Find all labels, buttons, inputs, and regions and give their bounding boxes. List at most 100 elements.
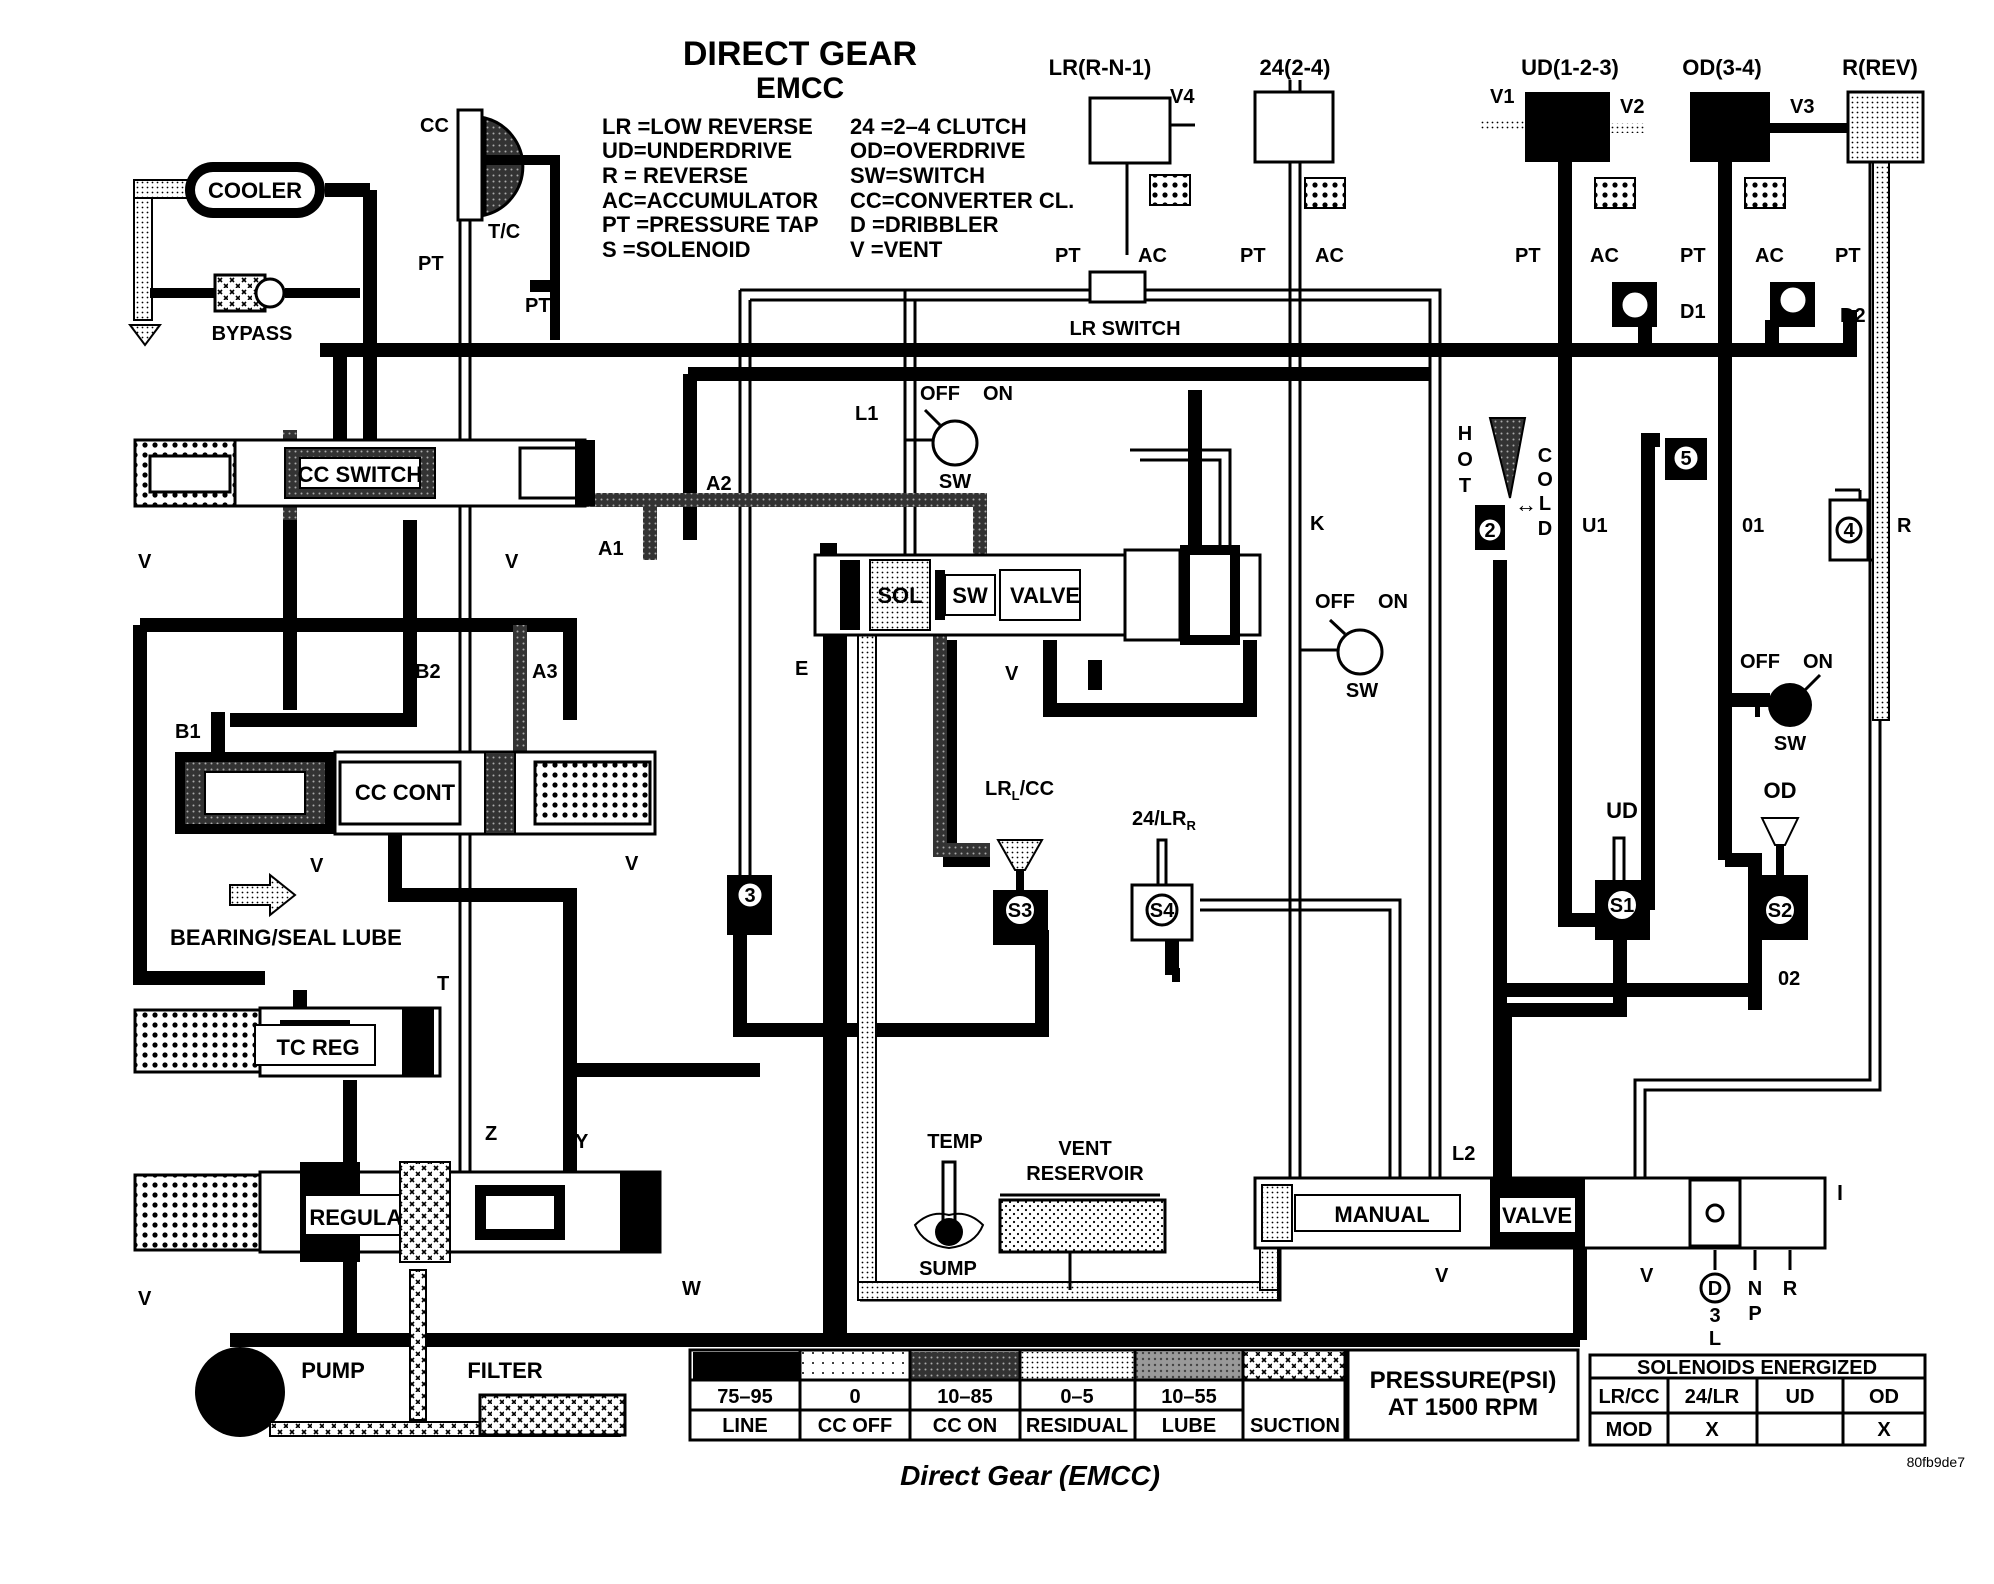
detent-icon <box>1705 1203 1725 1223</box>
s24lr-label: 24/LRR <box>1132 808 1196 833</box>
range-cc-on: 10–85 <box>937 1386 993 1408</box>
vent-label: V <box>1005 663 1019 685</box>
pressure-regulator-valve: REGULATOR Z Y W V <box>133 1123 701 1310</box>
abbreviation-legend-left: LR =LOW REVERSE UD=UNDERDRIVE R = REVERS… <box>602 114 819 262</box>
vent-label: V <box>310 855 324 877</box>
abbreviation-legend-right: 24 =2–4 CLUTCH OD=OVERDRIVE SW=SWITCH CC… <box>850 114 1074 262</box>
drive-position-icon <box>1699 1272 1731 1304</box>
figure-id: 80fb9de7 <box>1907 1454 1966 1470</box>
off-label: OFF <box>920 383 960 405</box>
hot-t: T <box>1459 475 1471 497</box>
pt-label: PT <box>1240 245 1266 267</box>
sump-label: SUMP <box>919 1258 977 1280</box>
gear-l: L <box>1709 1328 1721 1350</box>
bearing-label: BEARING/SEAL LUBE <box>170 925 402 950</box>
page-title: DIRECT GEAR <box>683 35 917 73</box>
r-label: R <box>1897 515 1912 537</box>
solenoids-energized-table: SOLENOIDS ENERGIZED LR/CC 24/LR UD OD MO… <box>1588 1353 1927 1447</box>
legend-entry: 24 =2–4 CLUTCH <box>850 114 1027 139</box>
l1-label: L1 <box>855 403 878 425</box>
a2-label: A2 <box>706 473 732 495</box>
on-label: ON <box>1378 591 1408 613</box>
gear-positions: D 3 L N P R <box>1699 1250 1798 1350</box>
temp-label: TEMP <box>927 1131 983 1153</box>
hot-o: O <box>1457 449 1473 471</box>
vent-label: V <box>138 551 152 573</box>
pt-label: PT <box>1680 245 1706 267</box>
cc-control-valve: CC CONT V V <box>175 750 657 877</box>
s4-label: S4 <box>1150 900 1175 922</box>
lrcc-label: LRL/CC <box>985 778 1054 803</box>
thermometer-icon <box>935 1218 963 1246</box>
name-lube: LUBE <box>1162 1415 1216 1437</box>
number-4: 4 <box>1843 520 1855 542</box>
solenoid-switch-valve: SOL SW VALVE V L1 <box>813 403 1262 685</box>
cooler-circuit: COOLER BYPASS <box>128 162 370 347</box>
d2-label: D2 <box>1840 305 1866 327</box>
gear-r: R <box>1783 1278 1798 1300</box>
name-cc-on: CC ON <box>933 1415 997 1437</box>
range-residual: 0–5 <box>1060 1386 1093 1408</box>
pt-label: PT <box>525 295 551 317</box>
pressure-legend: 75–95 0 10–85 0–5 10–55 LINE CC OFF CC O… <box>688 1348 1580 1442</box>
legend-entry: S =SOLENOID <box>602 237 751 262</box>
swatch-line <box>693 1352 800 1380</box>
gear-p: P <box>1748 1303 1761 1325</box>
swatch-residual <box>1020 1352 1135 1380</box>
cold-d: D <box>1538 518 1552 540</box>
sw-label: SW <box>1774 733 1806 755</box>
ac-label: AC <box>1315 245 1344 267</box>
d1-label: D1 <box>1680 301 1706 323</box>
gear-d: D <box>1708 1278 1722 1300</box>
gear-n: N <box>1748 1278 1762 1300</box>
pt-label: PT <box>418 253 444 275</box>
e-label: E <box>795 658 808 680</box>
vent-label: V <box>505 551 519 573</box>
legend-entry: CC=CONVERTER CL. <box>850 188 1074 213</box>
header-ud: UD <box>1786 1386 1815 1408</box>
c24-clutch-label: 24(2-4) <box>1260 55 1331 80</box>
name-residual: RESIDUAL <box>1026 1415 1128 1437</box>
ud-solenoid-label: UD <box>1606 798 1638 823</box>
sump-reservoir: TEMP SUMP VENT RESERVOIR <box>913 1131 1167 1290</box>
swatch-cc-on <box>910 1352 1020 1380</box>
check-ball-3: 3 E <box>727 658 808 935</box>
residual-passages <box>133 159 1890 1301</box>
name-suction: SUCTION <box>1250 1415 1340 1437</box>
cold-o: O <box>1537 469 1553 491</box>
ud-clutch-label: UD(1-2-3) <box>1521 55 1619 80</box>
w-label: W <box>682 1278 701 1300</box>
legend-entry: SW=SWITCH <box>850 163 985 188</box>
legend-entry: D =DRIBBLER <box>850 212 999 237</box>
name-cc-off: CC OFF <box>818 1415 892 1437</box>
s1-label: S1 <box>1610 895 1634 917</box>
number-3: 3 <box>744 885 755 907</box>
pressure-switch-lr: OFF ON SW <box>905 383 1013 493</box>
lr-switch-label: LR SWITCH <box>1069 318 1180 340</box>
number-2: 2 <box>1484 520 1495 542</box>
on-label: ON <box>983 383 1013 405</box>
legend-entry: OD=OVERDRIVE <box>850 138 1025 163</box>
clutch-2-4: 24(2-4) PT AC K <box>1240 55 1346 535</box>
bearing-seal-lube: BEARING/SEAL LUBE <box>170 872 402 950</box>
t-label: T <box>437 973 449 995</box>
a3-label: A3 <box>532 661 558 683</box>
vent-reservoir-line1: VENT <box>1058 1138 1111 1160</box>
legend-entry: V =VENT <box>850 237 943 262</box>
tc-reg-label: TC REG <box>276 1035 359 1060</box>
s2-label: S2 <box>1768 900 1792 922</box>
v1-label: V1 <box>1490 86 1514 108</box>
off-label: OFF <box>1740 651 1780 673</box>
pressure-title-1: PRESSURE(PSI) <box>1370 1367 1557 1394</box>
torque-converter: CC T/C PT PT <box>418 108 560 340</box>
valve-label: VALVE <box>1502 1203 1572 1228</box>
header-od: OD <box>1869 1386 1899 1408</box>
swatch-cc-off <box>800 1352 910 1380</box>
v3-label: V3 <box>1790 96 1814 118</box>
solenoid-s1: UD S1 <box>1595 798 1650 940</box>
sol-label: SOL <box>877 583 922 608</box>
range-line: 75–95 <box>717 1386 773 1408</box>
pressure-switch-od: OFF ON SW <box>1740 651 1833 755</box>
tc-label: T/C <box>488 221 520 243</box>
manual-label: MANUAL <box>1334 1202 1429 1227</box>
